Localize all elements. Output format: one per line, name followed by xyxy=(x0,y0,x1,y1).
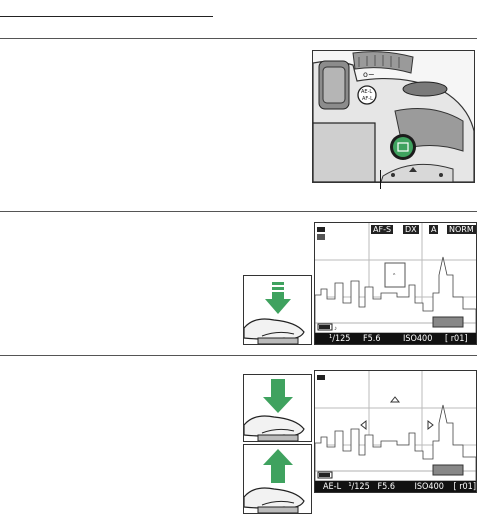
iso-sensitivity: ISO400 xyxy=(403,333,433,344)
aperture: F5.6 xyxy=(363,333,381,344)
exposures-remaining: [ r01] xyxy=(453,481,476,492)
shutter-speed: ¹/125 xyxy=(329,333,351,344)
af-lock-indicator: AE-L xyxy=(323,481,342,492)
exposures-remaining: [ r01] xyxy=(445,333,468,344)
section-divider-1 xyxy=(0,38,477,39)
quality-indicator: NORM xyxy=(447,225,476,234)
info-bar-step2: ¹/125 F5.6 ISO400 [ r01] xyxy=(315,333,476,344)
shutter-release-illustration xyxy=(243,444,312,514)
image-area-indicator: DX xyxy=(403,225,419,234)
svg-text:♪: ♪ xyxy=(334,326,337,332)
camera-illustration: o− AE-L AF-L xyxy=(312,50,475,183)
header-underline xyxy=(0,16,213,17)
flash-mode-indicator: A xyxy=(429,225,439,234)
svg-text:AE-L: AE-L xyxy=(361,89,372,95)
iso-sensitivity: ISO400 xyxy=(414,481,444,492)
viewfinder-display-step3: AE-L ¹/125 F5.6 ISO400 [ r01] xyxy=(314,370,477,493)
press-down-arrow-icon xyxy=(244,282,305,344)
svg-text:AF-L: AF-L xyxy=(362,96,373,102)
camera-body-icon: o− AE-L AF-L xyxy=(313,51,474,182)
section-divider-3 xyxy=(0,355,477,356)
section-divider-2 xyxy=(0,211,477,212)
callout-line xyxy=(380,170,381,189)
info-bar-step3: AE-L ¹/125 F5.6 ISO400 [ r01] xyxy=(315,481,476,492)
shutter-half-press-illustration xyxy=(243,275,312,345)
svg-text:o−: o− xyxy=(363,70,375,79)
cityscape-icon: ^ ♪ xyxy=(315,223,476,334)
cityscape-af-lock-icon xyxy=(315,371,476,482)
shutter-speed: ¹/125 xyxy=(348,481,370,492)
shutter-hold-illustration xyxy=(243,374,312,442)
hold-down-arrow-icon xyxy=(244,379,305,441)
viewfinder-display-step2: ^ ♪ AF-S DX A NORM ¹/125 F5.6 ISO400 [ r… xyxy=(314,222,477,345)
release-up-arrow-icon xyxy=(244,449,305,513)
svg-text:^: ^ xyxy=(393,273,396,279)
aperture: F5.6 xyxy=(377,481,396,492)
af-mode-indicator: AF-S xyxy=(371,225,394,234)
